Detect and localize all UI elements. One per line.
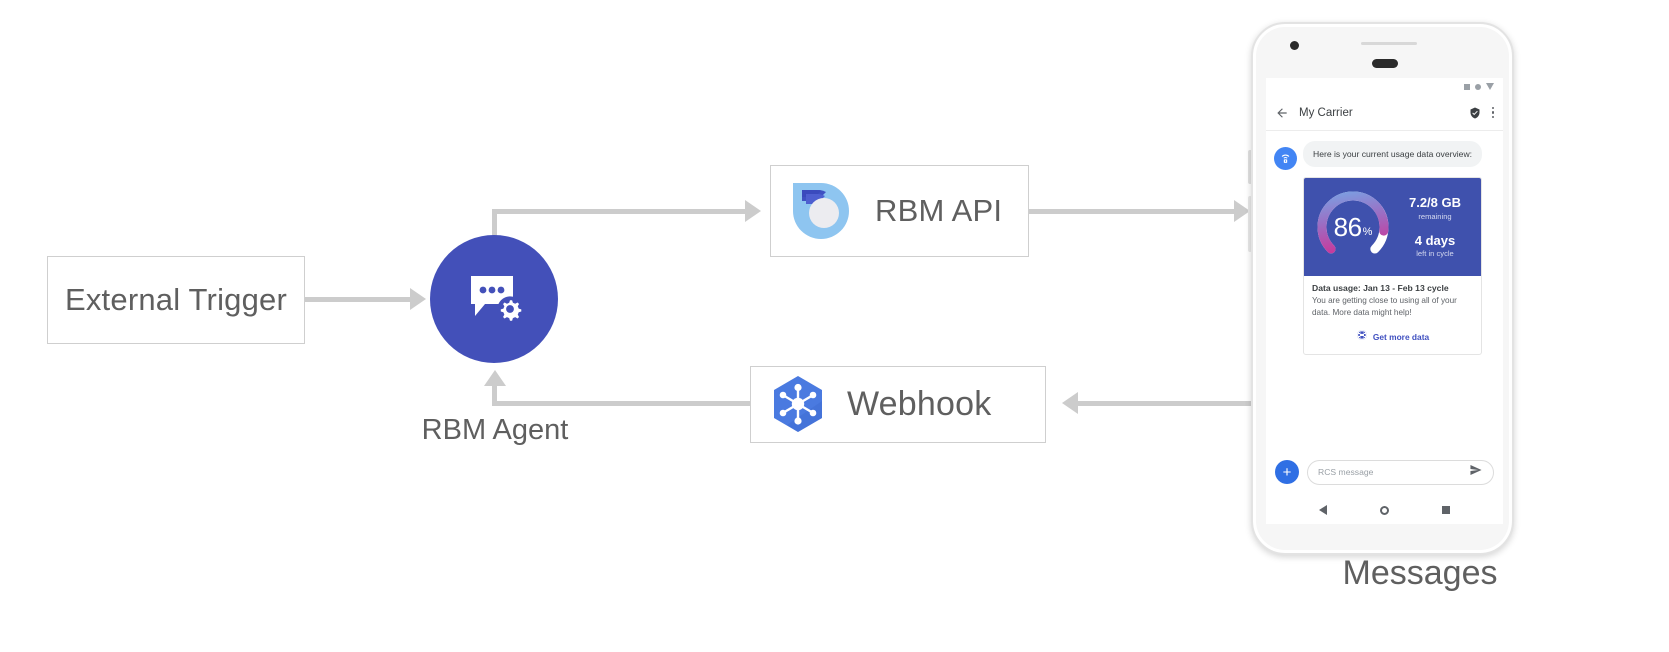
- nav-home-icon[interactable]: [1379, 505, 1389, 515]
- arrowhead-webhook-to-agent: [484, 370, 506, 386]
- rbm-api-label: RBM API: [875, 193, 1003, 228]
- get-more-data-label: Get more data: [1372, 331, 1430, 342]
- nav-recents-icon[interactable]: [1442, 506, 1451, 514]
- gauge-percent: 86 %: [1311, 185, 1395, 269]
- card-body: Data usage: Jan 13 - Feb 13 cycle You ar…: [1304, 276, 1481, 354]
- phone-power-button[interactable]: [1248, 150, 1252, 184]
- bot-message-bubble: Here is your current usage data overview…: [1303, 141, 1483, 168]
- gauge-percent-symbol: %: [1362, 225, 1373, 238]
- phone-volume-button[interactable]: [1248, 196, 1252, 252]
- phone-device: My Carrier: [1251, 22, 1514, 555]
- card-hero: 86 % 7.2/8 GB remaining 4 days left in c…: [1304, 178, 1481, 276]
- node-webhook[interactable]: Webhook: [750, 366, 1046, 443]
- conversation-area: Here is your current usage data overview…: [1266, 131, 1503, 461]
- back-arrow-icon[interactable]: [1275, 106, 1289, 120]
- gauge-ring-icon: [1317, 191, 1389, 263]
- bot-message-row: Here is your current usage data overview…: [1274, 141, 1495, 170]
- plus-icon[interactable]: +: [1275, 460, 1299, 484]
- app-bar-title: My Carrier: [1299, 106, 1353, 119]
- webhook-label: Webhook: [847, 385, 992, 423]
- data-remaining-value: 7.2/8 GB: [1408, 194, 1462, 210]
- chat-gear-icon: [471, 276, 523, 322]
- globe-icon: [1356, 328, 1368, 346]
- days-left-value: 4 days: [1414, 232, 1456, 248]
- get-more-data-button[interactable]: Get more data: [1312, 328, 1473, 346]
- rcs-message-placeholder: RCS message: [1318, 467, 1374, 477]
- connector-agent-up-return: [492, 386, 497, 403]
- connector-webhook-to-agent: [492, 401, 750, 406]
- arrowhead-trigger-to-agent: [410, 288, 426, 310]
- card-description: You are getting close to using all of yo…: [1312, 296, 1457, 317]
- phone-screen: My Carrier: [1266, 78, 1503, 524]
- connector-api-to-phone: [1029, 209, 1234, 214]
- status-bar: [1266, 78, 1503, 95]
- message-composer: + RCS message: [1266, 450, 1503, 494]
- circle-icon: [1475, 83, 1481, 90]
- app-bar: My Carrier: [1266, 95, 1503, 131]
- days-left-label: left in cycle: [1416, 249, 1454, 259]
- rbm-api-droplet-icon: [793, 183, 849, 239]
- webhook-hexagon-nodes-icon: [774, 375, 822, 432]
- rbm-agent-label: RBM Agent: [421, 414, 569, 446]
- rcs-message-input[interactable]: RCS message: [1307, 459, 1494, 485]
- android-nav-bar: [1266, 496, 1503, 524]
- square-icon: [1464, 83, 1470, 90]
- node-rbm-agent[interactable]: [430, 235, 558, 363]
- hero-stats: 7.2/8 GB remaining 4 days left in cycle: [1395, 194, 1481, 259]
- gauge-percent-value: 86: [1333, 211, 1362, 242]
- connector-trigger-to-agent: [305, 297, 410, 302]
- arrowhead-agent-to-api: [745, 200, 761, 222]
- wifi-router-avatar-icon: [1274, 147, 1297, 170]
- verified-shield-icon[interactable]: [1469, 107, 1481, 119]
- connector-phone-to-webhook: [1078, 401, 1256, 406]
- data-remaining-label: remaining: [1418, 211, 1452, 221]
- nav-back-icon[interactable]: [1318, 505, 1327, 515]
- rich-card[interactable]: 86 % 7.2/8 GB remaining 4 days left in c…: [1303, 177, 1482, 355]
- send-icon[interactable]: [1469, 463, 1483, 482]
- node-rbm-api[interactable]: RBM API: [770, 165, 1029, 257]
- arrowhead-api-to-phone: [1234, 200, 1250, 222]
- node-external-trigger[interactable]: External Trigger: [47, 256, 305, 344]
- connector-agent-to-api: [492, 209, 745, 214]
- external-trigger-label: External Trigger: [64, 282, 288, 317]
- front-camera-icon: [1290, 41, 1299, 50]
- plus-label: +: [1282, 463, 1292, 481]
- earpiece-speaker: [1372, 59, 1398, 68]
- triangle-down-icon: [1486, 83, 1494, 90]
- card-title: Data usage: Jan 13 - Feb 13 cycle: [1312, 283, 1449, 293]
- overflow-menu-icon[interactable]: [1491, 106, 1494, 119]
- messages-caption: Messages: [1342, 554, 1498, 592]
- arrowhead-phone-to-webhook: [1062, 392, 1078, 414]
- top-speaker-slit: [1361, 42, 1417, 45]
- data-usage-gauge: 86 %: [1311, 185, 1395, 269]
